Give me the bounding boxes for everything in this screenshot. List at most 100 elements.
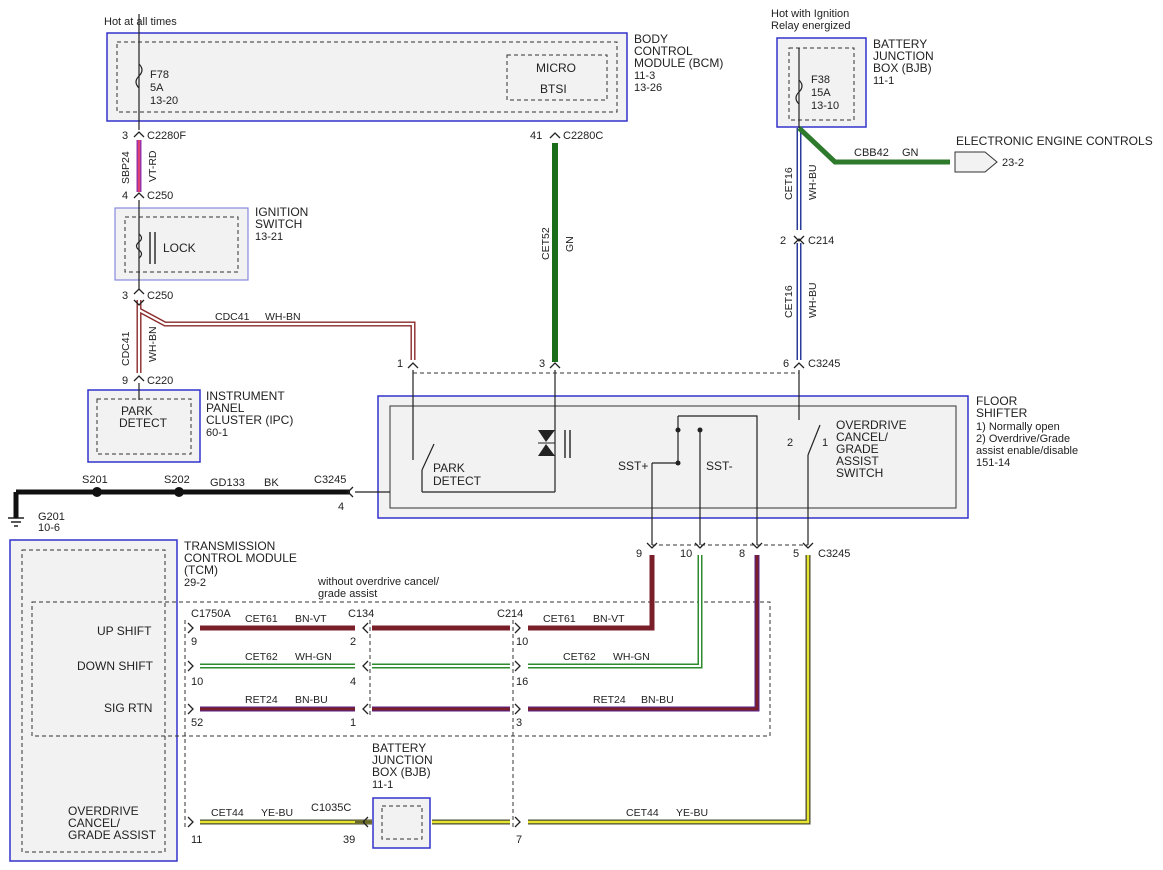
pin-9-c3245: 9 <box>636 548 642 560</box>
ignition-name-1: IGNITION <box>255 205 308 219</box>
tcm-ref: 29-2 <box>184 577 206 589</box>
pin-8-c3245: 8 <box>739 548 745 560</box>
bjb-top-name-2: JUNCTION <box>873 49 934 63</box>
floor-shifter-name-1: FLOOR <box>976 394 1018 408</box>
conn-c3245-top: C3245 <box>808 358 840 370</box>
cdc41-v-label: CDC41 <box>120 331 132 366</box>
gd133-color: BK <box>264 477 279 489</box>
pin-3-bcm: 3 <box>122 130 128 142</box>
cbb42-circuit: CBB42 <box>854 147 889 159</box>
pin-4-c134: 4 <box>350 676 356 688</box>
bcm-name-3: MODULE (BCM) <box>634 56 723 70</box>
wh-gn-label-1: WH-GN <box>295 651 332 663</box>
bn-bu-label-1: BN-BU <box>295 694 328 706</box>
pin-2-c134: 2 <box>350 636 356 648</box>
ipc-detect: DETECT <box>119 416 168 430</box>
fs-od-2: CANCEL/ <box>836 430 889 444</box>
cet52-label: CET52 <box>540 227 552 260</box>
pin-4-c250: 4 <box>122 190 128 202</box>
wire-cet44 <box>200 555 811 825</box>
cet61-label-2: CET61 <box>543 613 576 625</box>
bcm-module <box>106 32 628 122</box>
wire-ret24 <box>200 555 760 712</box>
pin-9-c220: 9 <box>122 375 128 387</box>
pin-10-c214: 10 <box>516 636 528 648</box>
cet44-label-2: CET44 <box>626 807 659 819</box>
pin-7: 7 <box>516 834 522 846</box>
wire-cet61 <box>200 555 655 631</box>
ye-bu-label-1: YE-BU <box>261 807 293 819</box>
cdc41-h-label: CDC41 <box>215 311 250 323</box>
bcm-fuse-ref: 13-20 <box>150 95 178 107</box>
pin-3-c3245: 3 <box>539 358 545 370</box>
floor-shifter-name-2: SHIFTER <box>976 406 1028 420</box>
floor-shifter-ref: 151-14 <box>976 457 1010 469</box>
bcm-fuse-rating: 5A <box>150 82 164 94</box>
bjb-bottom-module <box>372 797 431 849</box>
ignition-name-2: SWITCH <box>255 217 302 231</box>
pin-6-c3245: 6 <box>783 358 789 370</box>
bcm-ref-1: 11-3 <box>634 70 655 82</box>
fs-sw-note-1: 1 <box>822 437 828 449</box>
bjb-top-ref: 11-1 <box>873 75 894 87</box>
without-od-1: without overdrive cancel/ <box>317 576 440 588</box>
cet16-label-2: CET16 <box>783 285 795 318</box>
fs-od-1: OVERDRIVE <box>836 418 907 432</box>
ignition-lock: LOCK <box>163 241 196 255</box>
pin-2-c214: 2 <box>780 235 786 247</box>
pin-3-c214: 3 <box>516 717 522 729</box>
bjb-top-fuse-rating: 15A <box>811 87 831 99</box>
tcm-od-2: CANCEL/ <box>68 816 121 830</box>
wire-gd133 <box>13 487 350 518</box>
tcm-module <box>9 539 178 862</box>
bcm-name-2: CONTROL <box>634 44 693 58</box>
tcm-name-3: (TCM) <box>184 563 218 577</box>
conn-c3245-bottom: C3245 <box>818 548 850 560</box>
wh-bn-v-label: WH-BN <box>147 326 159 362</box>
tcm-name-2: CONTROL MODULE <box>184 551 297 565</box>
without-od-region <box>31 601 771 737</box>
cbb42-color: GN <box>902 147 919 159</box>
conn-c250-b: C250 <box>147 290 173 302</box>
ipc-park: PARK <box>121 404 153 418</box>
wire-cdc41 <box>136 300 416 373</box>
sbp24-label: SBP24 <box>120 151 132 184</box>
wh-gn-label-2: WH-GN <box>613 651 650 663</box>
bjb-bottom-name-2: JUNCTION <box>372 753 433 767</box>
ret24-label-1: RET24 <box>245 694 278 706</box>
fs-od-5: SWITCH <box>836 466 883 480</box>
bjb-top-module <box>776 37 867 128</box>
tcm-down-shift: DOWN SHIFT <box>77 659 154 673</box>
wire-cet62 <box>200 555 703 669</box>
wh-bu-label-1: WH-BU <box>807 164 819 200</box>
pin-41: 41 <box>530 130 542 142</box>
ipc-name-2: PANEL <box>206 401 245 415</box>
splice-s201: S201 <box>82 474 108 486</box>
fs-od-4: ASSIST <box>836 454 879 468</box>
pin-10-tcm: 10 <box>191 676 203 688</box>
fs-park: PARK <box>433 461 465 475</box>
fs-sst-minus: SST- <box>706 459 733 473</box>
pin-11-tcm: 11 <box>191 834 202 846</box>
floor-shifter-note-2: 2) Overdrive/Grade <box>976 433 1070 445</box>
bjb-top-name-3: BOX (BJB) <box>873 61 932 75</box>
bcm-btsi: BTSI <box>540 82 567 96</box>
eec-ref: 23-2 <box>1002 157 1024 169</box>
tcm-name-1: TRANSMISSION <box>184 539 275 553</box>
relay-energized-label: Relay energized <box>771 20 851 32</box>
floor-shifter-note-1: 1) Normally open <box>976 421 1060 433</box>
vt-rd-label: VT-RD <box>147 150 159 182</box>
conn-c2280c: C2280C <box>563 130 603 142</box>
ipc-module <box>87 389 201 463</box>
bn-vt-label-1: BN-VT <box>295 613 327 625</box>
wire-cbb42 <box>797 126 950 165</box>
pin-5-c3245: 5 <box>793 548 799 560</box>
pin-10-c3245: 10 <box>680 548 692 560</box>
bjb-bottom-name-1: BATTERY <box>372 741 426 755</box>
pin-3-c250: 3 <box>122 290 128 302</box>
pin-52-tcm: 52 <box>191 717 203 729</box>
floor-shifter-note-3: assist enable/disable <box>976 445 1078 457</box>
bjb-top-name-1: BATTERY <box>873 37 927 51</box>
hot-at-all-times-label: Hot at all times <box>104 16 177 28</box>
